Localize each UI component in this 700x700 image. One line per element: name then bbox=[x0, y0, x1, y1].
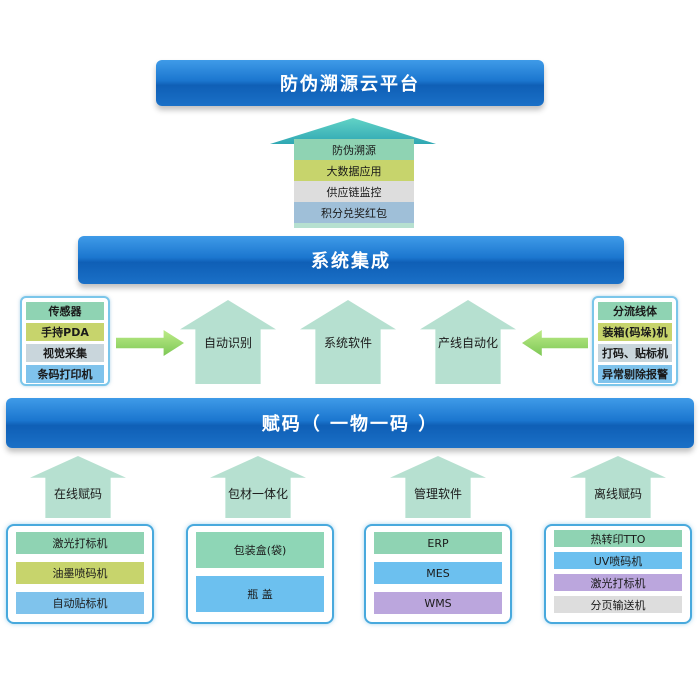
left-item-sensor: 传感器 bbox=[26, 302, 104, 320]
left-arrow bbox=[522, 330, 588, 356]
software-item-mes: MES bbox=[374, 562, 502, 584]
right-item-reject: 异常剔除报警 bbox=[598, 365, 672, 383]
packaging-item-cap: 瓶 盖 bbox=[196, 576, 324, 612]
system-integration-bar: 系统集成 bbox=[78, 236, 624, 284]
software-item-erp: ERP bbox=[374, 532, 502, 554]
stack-item-traceability: 防伪溯源 bbox=[294, 139, 414, 160]
cloud-platform-bar: 防伪溯源云平台 bbox=[156, 60, 544, 106]
left-item-vision: 视觉采集 bbox=[26, 344, 104, 362]
offline-item-tto: 热转印TTO bbox=[554, 530, 682, 547]
right-item-packing: 装箱(码垛)机 bbox=[598, 323, 672, 341]
offline-coding-box: 热转印TTO UV喷码机 激光打标机 分页输送机 bbox=[544, 524, 692, 624]
coding-bar: 赋码（ 一物一码 ） bbox=[6, 398, 694, 448]
left-item-printer: 条码打印机 bbox=[26, 365, 104, 383]
online-item-ink: 油墨喷码机 bbox=[16, 562, 144, 584]
online-item-labeler: 自动贴标机 bbox=[16, 592, 144, 614]
stack-item-supply-chain: 供应链监控 bbox=[294, 181, 414, 202]
cloud-platform-title: 防伪溯源云平台 bbox=[280, 74, 420, 95]
stack-item-points-redpacket: 积分兑奖红包 bbox=[294, 202, 414, 223]
stack-item-big-data: 大数据应用 bbox=[294, 160, 414, 181]
right-arrow bbox=[116, 330, 184, 356]
label-system-software: 系统软件 bbox=[323, 336, 372, 350]
label-packaging: 包材一体化 bbox=[227, 487, 288, 501]
label-auto-identify: 自动识别 bbox=[203, 336, 252, 350]
software-item-wms: WMS bbox=[374, 592, 502, 614]
management-software-box: ERP MES WMS bbox=[364, 524, 512, 624]
right-item-diverter: 分流线体 bbox=[598, 302, 672, 320]
offline-item-uv: UV喷码机 bbox=[554, 552, 682, 569]
offline-item-laser: 激光打标机 bbox=[554, 574, 682, 591]
coding-title: 赋码（ 一物一码 ） bbox=[261, 414, 439, 435]
online-coding-box: 激光打标机 油墨喷码机 自动贴标机 bbox=[6, 524, 154, 624]
label-line-automation: 产线自动化 bbox=[437, 336, 498, 350]
left-device-panel: 传感器 手持PDA 视觉采集 条码打印机 bbox=[20, 296, 110, 386]
offline-item-conveyor: 分页输送机 bbox=[554, 596, 682, 613]
label-online-coding: 在线赋码 bbox=[53, 487, 102, 501]
right-device-panel: 分流线体 装箱(码垛)机 打码、贴标机 异常剔除报警 bbox=[592, 296, 678, 386]
left-item-pda: 手持PDA bbox=[26, 323, 104, 341]
packaging-item-box: 包装盒(袋) bbox=[196, 532, 324, 568]
packaging-box: 包装盒(袋) 瓶 盖 bbox=[186, 524, 334, 624]
online-item-laser: 激光打标机 bbox=[16, 532, 144, 554]
label-management-software: 管理软件 bbox=[413, 487, 462, 501]
label-offline-coding: 离线赋码 bbox=[593, 487, 642, 501]
system-integration-title: 系统集成 bbox=[311, 251, 391, 272]
right-item-labeler: 打码、贴标机 bbox=[598, 344, 672, 362]
